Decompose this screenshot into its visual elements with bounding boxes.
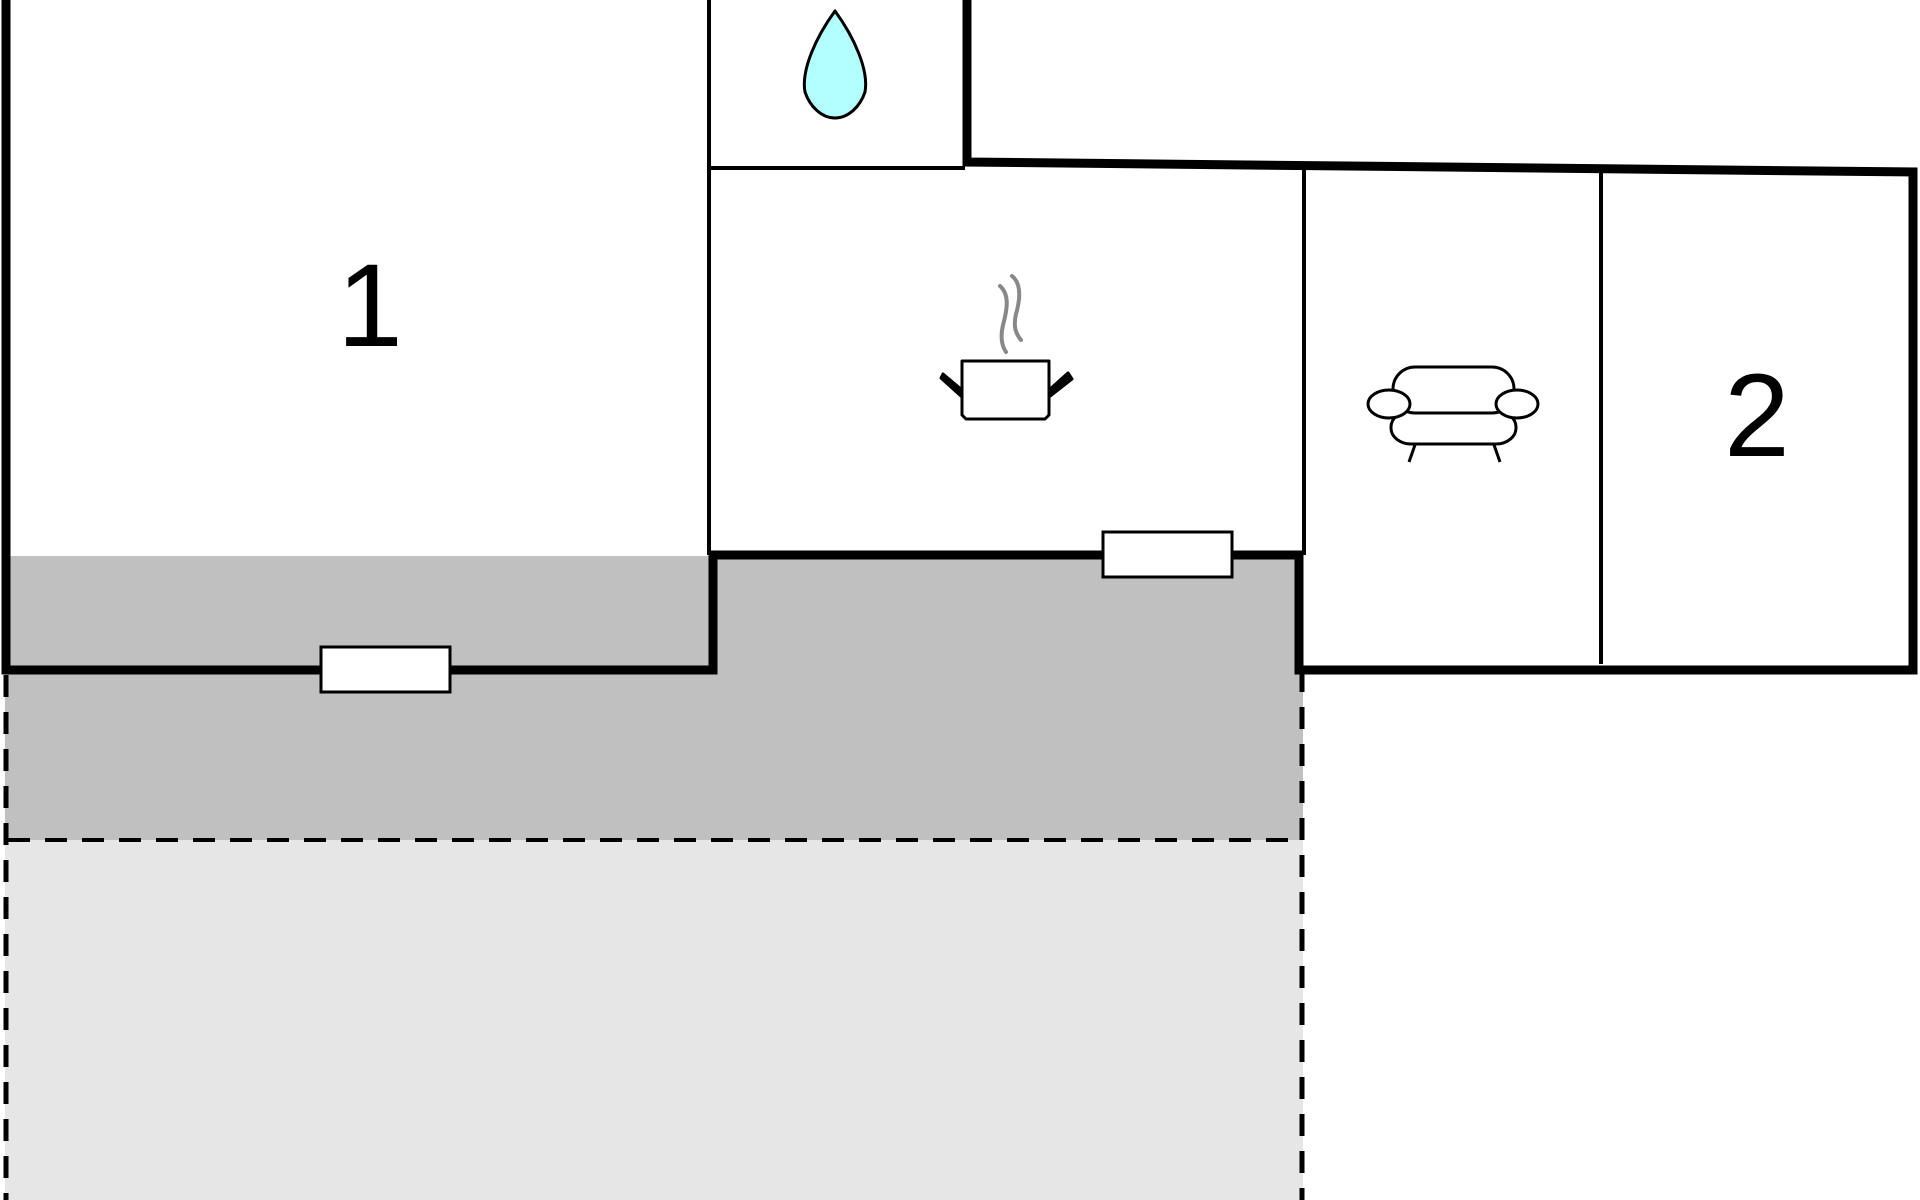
covered-terrace [5, 556, 1303, 840]
window [319, 645, 452, 694]
interior-walls [707, 0, 1603, 664]
sofa-icon [1366, 365, 1540, 463]
room-label-2: 2 [1724, 350, 1790, 482]
water-drop-icon [802, 9, 868, 120]
room-label-1: 1 [337, 240, 403, 372]
window [1101, 530, 1234, 579]
cooking-pot-icon [939, 274, 1074, 421]
open-terrace [5, 840, 1303, 1200]
